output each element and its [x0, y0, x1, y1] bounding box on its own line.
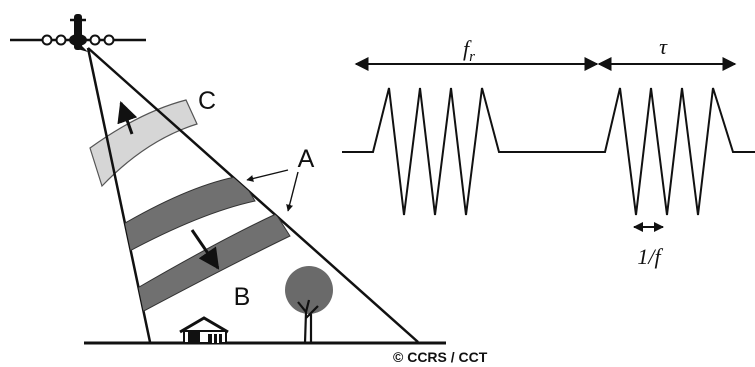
arrow-c-direction [117, 101, 138, 135]
pointer-a-lower [286, 171, 299, 212]
pointer-a-upper [246, 169, 289, 182]
fr-label-sub: r [469, 49, 475, 65]
label-b: B [234, 283, 251, 311]
fr-label-base: f [463, 36, 472, 61]
pulse-waveform [342, 87, 755, 216]
pulse-band-a [119, 175, 256, 255]
tree-icon [285, 266, 333, 344]
label-a: A [298, 145, 315, 173]
label-c: C [198, 87, 216, 115]
copyright-text: © CCRS / CCT [393, 349, 488, 365]
backscatter-band-c [89, 99, 198, 188]
house-icon [179, 316, 229, 344]
airplane-icon [10, 14, 146, 52]
tau-label: τ [659, 34, 668, 59]
inverse-frequency-label: 1/f [637, 244, 663, 269]
radar-scene: C A B © CCRS / CCT [10, 14, 488, 365]
pulse-waveform-diagram: fr τ 1/f [342, 34, 755, 269]
fr-label: fr [463, 36, 475, 65]
radar-beam-cone [86, 47, 419, 343]
arrow-b-direction [190, 229, 220, 270]
